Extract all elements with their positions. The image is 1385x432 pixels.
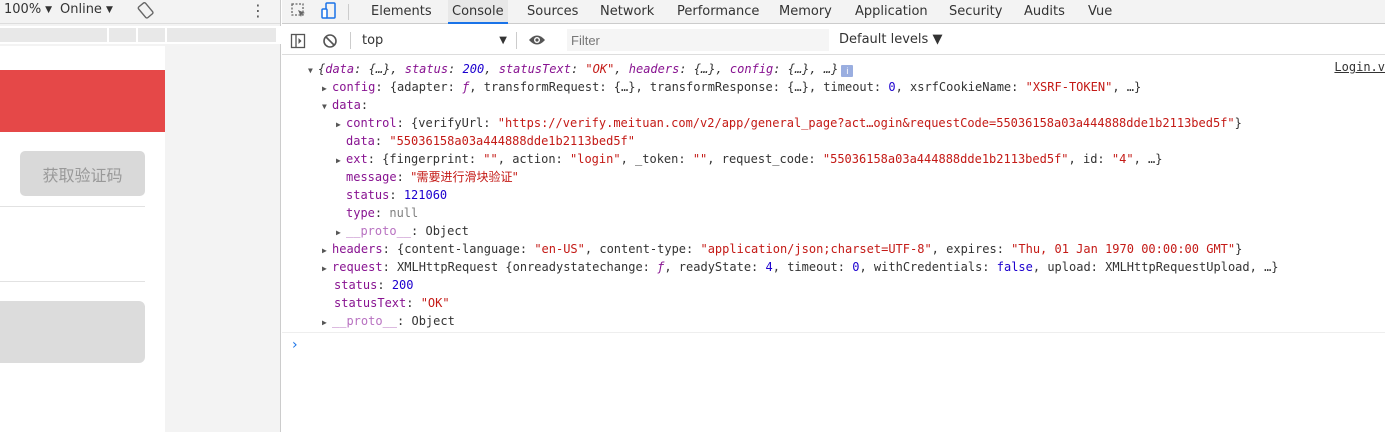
tree-item-headers[interactable]: ▶headers: {content-language: "en-US", co… [322,240,1242,258]
tab-memory[interactable]: Memory [779,4,832,19]
console-prompt[interactable]: › [282,332,1385,356]
tab-vue[interactable]: Vue [1088,4,1113,19]
field-divider [0,206,145,207]
tab-security[interactable]: Security [949,4,1003,19]
inspect-element-icon[interactable] [290,2,308,24]
chevron-down-icon: ▼ [105,4,113,15]
collapse-triangle-icon[interactable]: ▼ [322,102,327,111]
expand-triangle-icon[interactable]: ▶ [322,318,327,327]
tab-application[interactable]: Application [855,4,928,19]
clear-console-icon[interactable] [322,33,338,53]
log-entry-response[interactable]: ▼{data: {…}, status: 200, statusText: "O… [308,60,854,78]
context-value: top [362,33,384,48]
tab-console[interactable]: Console [448,0,508,24]
info-icon[interactable]: i [841,65,854,77]
execution-context-select[interactable]: top ▼ [362,31,507,51]
source-link[interactable]: Login.v [1334,60,1385,74]
tree-item-status-text: statusText: "OK" [334,296,450,310]
zoom-select[interactable]: 100% ▼ [4,2,52,17]
tree-item-proto-inner[interactable]: ▶__proto__: Object [336,222,469,240]
tab-sources[interactable]: Sources [527,4,579,19]
tree-item-ext[interactable]: ▶ext: {fingerprint: "", action: "login",… [336,150,1162,168]
tree-item-config[interactable]: ▶config: {adapter: ƒ, transformRequest: … [322,78,1141,96]
console-toolbar: top ▼ Default levels ▼ [282,26,1385,55]
login-submit-button[interactable] [0,301,145,363]
chevron-down-icon: ▼ [499,35,507,46]
expand-triangle-icon[interactable]: ▶ [336,228,341,237]
tree-item-proto[interactable]: ▶__proto__: Object [322,312,455,330]
eye-icon[interactable] [528,33,546,51]
tab-network[interactable]: Network [600,4,655,19]
tree-item-status: status: 200 [334,278,414,292]
field-divider [0,281,145,282]
collapse-triangle-icon[interactable]: ▼ [308,66,313,75]
expand-triangle-icon[interactable]: ▶ [322,246,327,255]
toggle-device-toolbar-icon[interactable] [320,1,338,25]
device-emulation-pane: 100% ▼ Online ▼ ⋮ 获取验证码 [0,0,281,432]
log-levels-select[interactable]: Default levels ▼ [839,32,943,47]
zoom-value: 100% [4,2,42,17]
tree-item-message: message: "需要进行滑块验证" [346,170,519,184]
expand-triangle-icon[interactable]: ▶ [322,264,327,273]
network-throttle-select[interactable]: Online ▼ [60,2,113,17]
tree-item-status-inner: status: 121060 [346,188,448,202]
expand-triangle-icon[interactable]: ▶ [336,120,341,129]
header-banner [0,70,165,132]
tab-audits[interactable]: Audits [1024,4,1065,19]
tree-item-control[interactable]: ▶control: {verifyUrl: "https://verify.me… [336,114,1242,132]
throttle-value: Online [60,2,102,17]
device-toolbar: 100% ▼ Online ▼ ⋮ [0,0,280,24]
tab-elements[interactable]: Elements [371,4,432,19]
tree-item-data-string: data: "55036158a03a444888dde1b2113bed5f" [346,134,635,148]
expand-triangle-icon[interactable]: ▶ [336,156,341,165]
tab-performance[interactable]: Performance [677,4,760,19]
rotate-icon[interactable] [137,1,155,19]
devtools-tab-bar: Elements Console Sources Network Perform… [282,0,1385,24]
emulated-page-viewport: 获取验证码 [0,46,165,432]
prompt-chevron-icon: › [292,337,298,353]
console-filter-input[interactable] [567,29,829,51]
chevron-down-icon: ▼ [45,4,53,15]
expand-triangle-icon[interactable]: ▶ [322,84,327,93]
get-sms-code-button[interactable]: 获取验证码 [20,151,145,196]
more-options-icon[interactable]: ⋮ [250,1,266,20]
tree-item-data[interactable]: ▼data: [322,96,368,114]
tree-item-request[interactable]: ▶request: XMLHttpRequest {onreadystatech… [322,258,1279,276]
devtools-panel: Elements Console Sources Network Perform… [282,0,1385,432]
console-output: Login.v ▼{data: {…}, status: 200, status… [282,56,1385,432]
tree-item-type: type: null [346,206,419,220]
media-query-bar[interactable] [0,26,281,44]
show-sidebar-icon[interactable] [290,33,306,53]
